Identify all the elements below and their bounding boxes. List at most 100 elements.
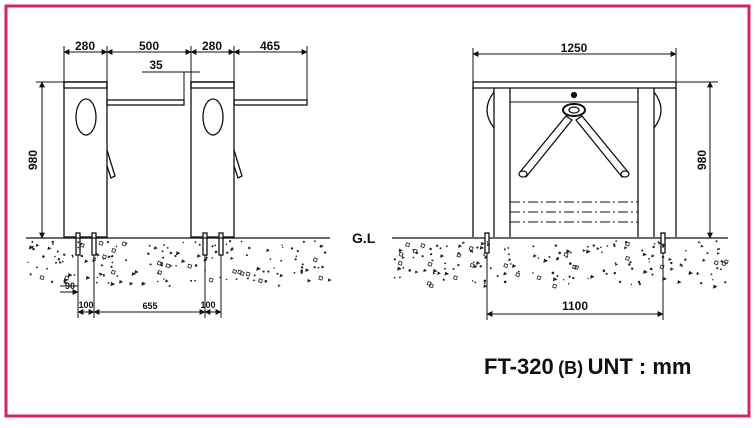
soil-speck	[702, 258, 706, 262]
soil-speck	[662, 243, 665, 247]
soil-speck	[165, 263, 171, 269]
soil-speck	[107, 255, 111, 258]
soil-speck	[29, 273, 32, 276]
soil-texture-left	[27, 240, 332, 288]
soil-speck	[662, 245, 664, 248]
soil-speck	[225, 243, 228, 246]
soil-speck	[685, 250, 687, 252]
soil-speck	[486, 241, 489, 243]
soil-speck	[658, 241, 662, 245]
soil-speck	[706, 251, 710, 255]
soil-speck	[537, 257, 540, 259]
soil-speck	[600, 246, 602, 249]
soil-speck	[432, 268, 438, 274]
tripod-arm-left	[519, 115, 573, 178]
soil-speck	[214, 244, 217, 247]
soil-speck	[567, 283, 570, 285]
soil-speck	[412, 249, 414, 251]
soil-speck	[279, 273, 284, 278]
soil-speck	[393, 276, 396, 279]
soil-speck	[262, 270, 265, 273]
soil-speck	[723, 259, 729, 265]
soil-speck	[483, 251, 489, 257]
soil-speck	[107, 282, 110, 284]
soil-speck	[399, 276, 402, 279]
soil-speck	[437, 271, 441, 275]
soil-speck	[408, 269, 412, 272]
soil-speck	[64, 275, 70, 281]
soil-speck	[181, 259, 186, 264]
soil-speck	[153, 246, 158, 250]
soil-speck	[442, 278, 445, 281]
soil-speck	[402, 266, 405, 269]
soil-speck	[116, 275, 119, 277]
soil-speck	[63, 278, 68, 283]
soil-speck	[469, 262, 475, 268]
soil-speck	[710, 273, 713, 276]
dim-1250: 1250	[561, 41, 588, 55]
soil-speck	[141, 281, 146, 286]
soil-speck	[510, 263, 512, 265]
soil-speck	[625, 241, 631, 247]
soil-speck	[211, 245, 214, 248]
soil-speck	[300, 266, 304, 269]
soil-speck	[716, 252, 720, 255]
soil-speck	[412, 256, 415, 259]
soil-speck	[508, 253, 510, 256]
soil-speck	[214, 250, 218, 254]
soil-speck	[503, 248, 506, 251]
soil-speck	[264, 280, 268, 283]
soil-speck	[700, 244, 704, 248]
soil-speck	[624, 246, 628, 250]
soil-speck	[72, 256, 74, 258]
soil-speck	[182, 241, 185, 244]
soil-speck	[50, 280, 54, 283]
soil-speck	[659, 264, 665, 270]
soil-speck	[720, 268, 722, 271]
tripod-arm-right	[575, 115, 629, 178]
soil-speck	[444, 267, 447, 270]
soil-speck	[323, 251, 327, 254]
soil-speck	[615, 263, 618, 266]
soil-speck	[174, 254, 177, 258]
soil-speck	[445, 245, 448, 248]
soil-speck	[713, 260, 719, 266]
soil-speck	[282, 246, 284, 249]
soil-speck	[420, 243, 426, 249]
soil-speck	[566, 249, 571, 254]
soil-speck	[642, 252, 647, 257]
soil-speck	[295, 255, 298, 257]
cabinet-window-left	[75, 98, 97, 136]
soil-speck	[684, 258, 687, 261]
soil-speck	[653, 242, 656, 245]
soil-speck	[129, 281, 134, 286]
soil-speck	[613, 243, 616, 246]
soil-speck	[606, 245, 609, 247]
soil-speck	[219, 276, 221, 279]
soil-speck	[681, 265, 683, 267]
soil-speck	[483, 284, 488, 288]
soil-speck	[312, 257, 318, 263]
dim-90: 90	[65, 281, 75, 291]
soil-speck	[101, 254, 107, 260]
soil-speck	[724, 281, 727, 284]
soil-speck	[471, 250, 474, 253]
soil-speck	[629, 260, 633, 264]
soil-speck	[648, 261, 651, 263]
soil-speck	[57, 258, 60, 261]
soil-speck	[444, 271, 450, 276]
soil-speck	[281, 244, 283, 246]
soil-speck	[468, 245, 474, 252]
soil-speck	[426, 280, 432, 287]
soil-speck	[596, 247, 600, 251]
soil-speck	[168, 284, 172, 288]
soil-speck	[134, 270, 139, 274]
soil-speck	[670, 267, 674, 271]
soil-speck	[111, 261, 114, 264]
dim-465: 465	[260, 39, 280, 53]
soil-speck	[245, 271, 251, 277]
side-view	[26, 46, 330, 318]
soil-speck	[231, 247, 234, 250]
soil-texture-right	[393, 240, 729, 289]
